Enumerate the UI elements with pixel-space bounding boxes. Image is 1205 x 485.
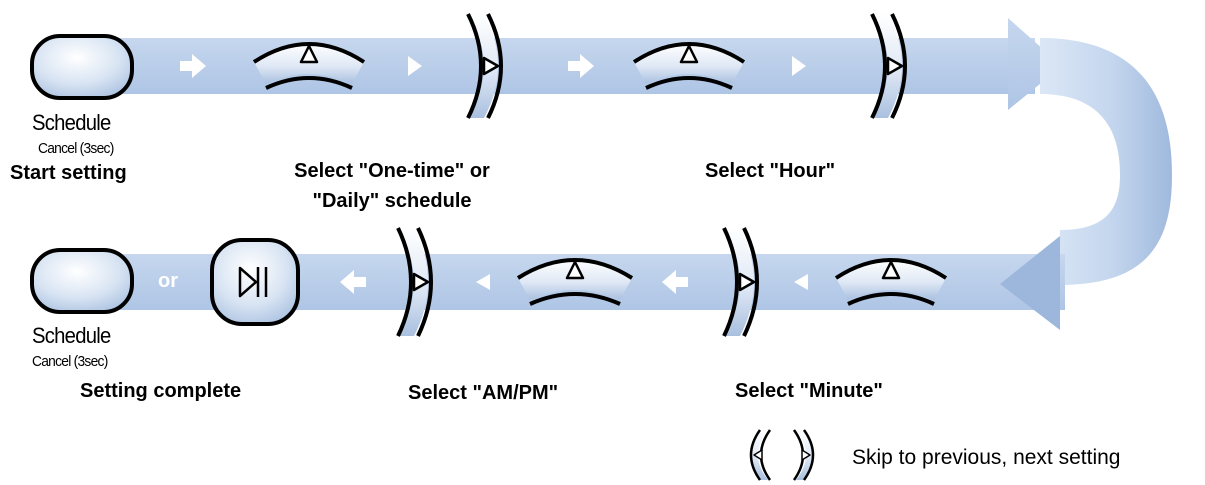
uturn-band	[1040, 38, 1172, 285]
top-flow-band	[95, 38, 1035, 94]
flow-arrow-icon	[794, 274, 808, 290]
setting-complete-label: Setting complete	[80, 380, 242, 402]
right-arc-key-icon[interactable]	[396, 227, 433, 337]
schedule-button-bottom-icon[interactable]	[30, 248, 134, 314]
up-arc-key-icon[interactable]	[632, 42, 746, 90]
up-arc-key-icon[interactable]	[834, 258, 948, 306]
select-schedule-label: Select "One-time" or "Daily" schedule	[262, 156, 522, 216]
select-hour-label: Select "Hour"	[705, 160, 836, 182]
select-schedule-line1: Select "One-time" or	[294, 160, 490, 182]
schedule-button-top-icon[interactable]	[30, 34, 134, 100]
schedule-label-bottom: Schedule	[32, 323, 111, 348]
left-arc-key-icon	[749, 429, 772, 481]
up-arc-key-icon[interactable]	[252, 42, 366, 90]
up-arc-key-icon[interactable]	[516, 258, 634, 306]
flow-arrow-icon	[340, 270, 366, 294]
skip-legend-label: Skip to previous, next setting	[852, 446, 1121, 469]
right-arc-key-icon	[792, 429, 815, 481]
flow-arrow-icon	[662, 270, 688, 294]
cancel-label-bottom: Cancel (3sec)	[32, 353, 108, 370]
flow-arrow-icon	[180, 54, 206, 78]
right-arc-key-icon[interactable]	[722, 227, 759, 337]
flow-arrow-icon	[408, 56, 422, 76]
flow-arrow-icon	[568, 54, 594, 78]
start-setting-label: Start setting	[10, 162, 127, 184]
flow-arrow-icon	[792, 56, 806, 76]
or-label: or	[158, 270, 178, 292]
top-band-arrowhead	[1008, 18, 1062, 110]
select-schedule-line2: "Daily" schedule	[312, 190, 472, 212]
cancel-label-top: Cancel (3sec)	[38, 140, 114, 157]
right-arc-key-icon[interactable]	[870, 13, 907, 119]
bottom-band-arrowhead	[1000, 236, 1060, 330]
schedule-label-top: Schedule	[32, 110, 111, 135]
right-arc-key-icon[interactable]	[466, 13, 503, 119]
play-skip-button-icon[interactable]	[210, 238, 300, 326]
select-minute-label: Select "Minute"	[735, 380, 883, 402]
select-ampm-label: Select "AM/PM"	[408, 382, 559, 404]
flow-arrow-icon	[476, 274, 490, 290]
